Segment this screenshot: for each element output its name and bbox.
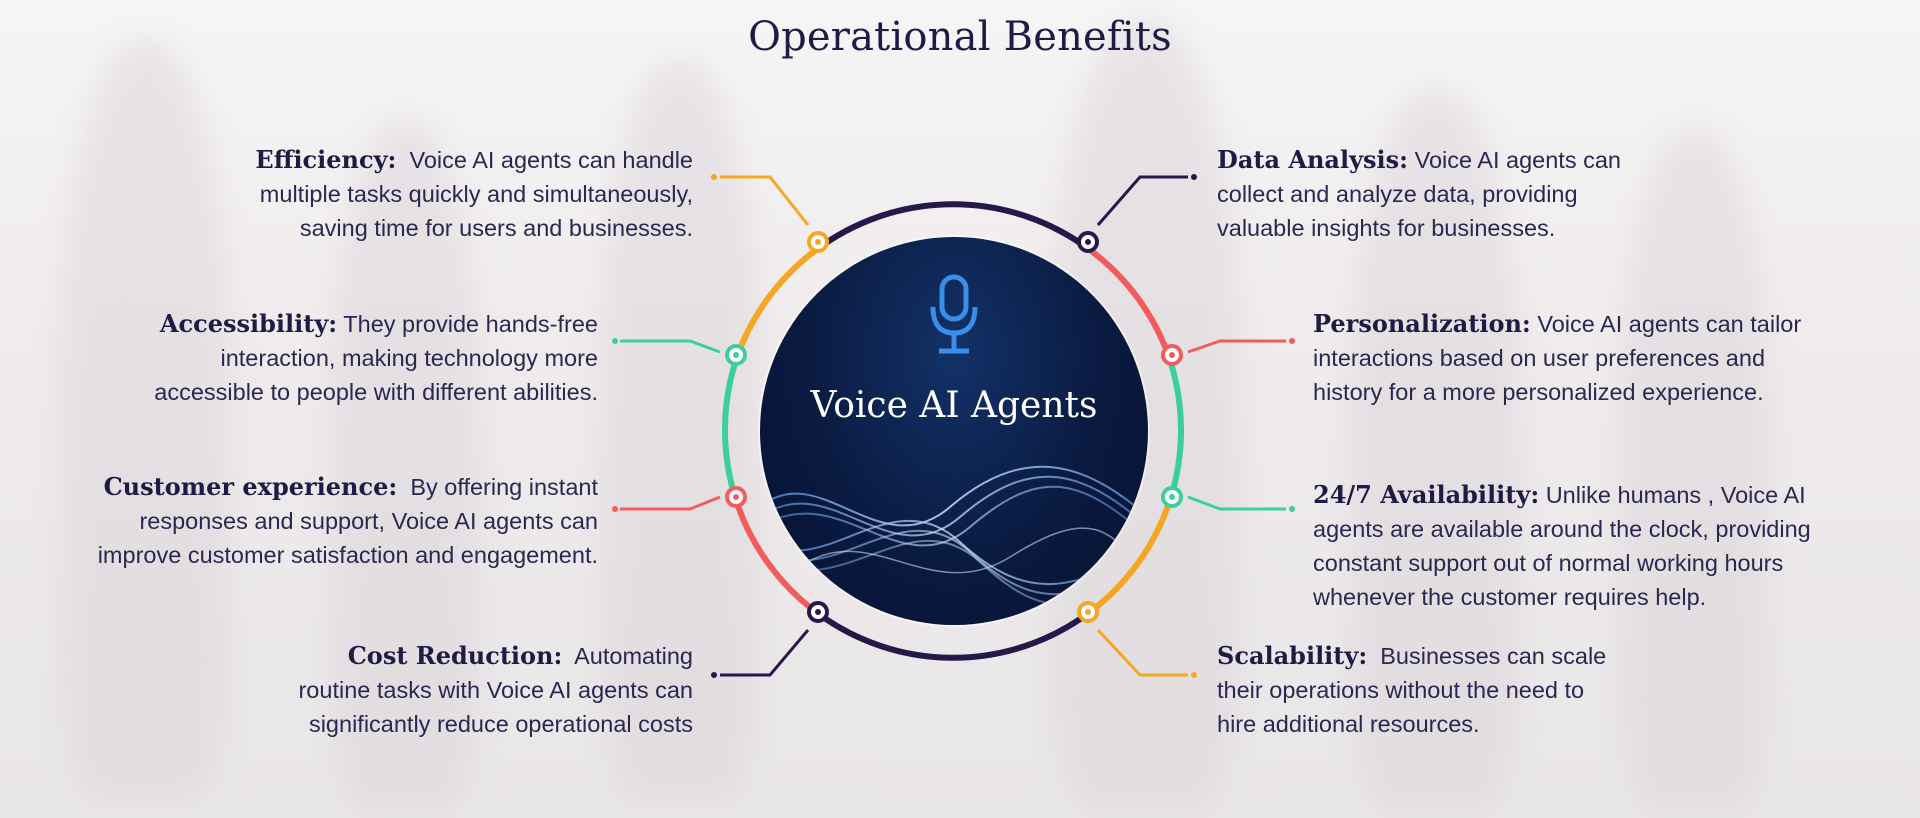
benefit-text: history for a more personalized experien… xyxy=(1313,379,1764,405)
benefit-text: constant support out of normal working h… xyxy=(1313,550,1784,576)
ring-arc-navy-bottom xyxy=(814,609,1092,661)
ring-node-availability xyxy=(1161,486,1183,508)
benefit-text: valuable insights for businesses. xyxy=(1217,215,1556,241)
ring-node-scalability xyxy=(1077,601,1099,623)
benefit-text: They provide hands-free xyxy=(343,311,598,337)
connector-personalization xyxy=(1187,339,1286,354)
ring-node-cost-reduction xyxy=(807,601,829,623)
benefit-text: saving time for users and businesses. xyxy=(299,215,693,241)
benefit-text: accessible to people with different abil… xyxy=(154,379,598,405)
benefit-text: agents are available around the clock, p… xyxy=(1313,516,1811,542)
center-label: Voice AI Agents xyxy=(810,385,1098,426)
benefit-scalability: Scalability: Businesses can scale their … xyxy=(1217,639,1777,741)
connector-customer-experience xyxy=(620,495,721,511)
benefit-text: Automating xyxy=(574,643,693,669)
ring-node-accessibility xyxy=(725,344,747,366)
benefit-accessibility: Accessibility: They provide hands-free i… xyxy=(18,307,598,409)
benefit-text: responses and support, Voice AI agents c… xyxy=(139,508,598,534)
connector-efficiency xyxy=(720,175,810,226)
benefit-text: multiple tasks quickly and simultaneousl… xyxy=(259,181,693,207)
benefit-data-analysis: Data Analysis: Voice AI agents can colle… xyxy=(1217,143,1777,245)
benefit-heading: Efficiency: xyxy=(255,145,397,174)
ring-node-efficiency xyxy=(807,231,829,253)
center-circle: Voice AI Agents xyxy=(760,237,1148,625)
ring-arc-coral-top-right xyxy=(1088,247,1173,361)
microphone-icon xyxy=(930,274,978,354)
sound-wave-graphic xyxy=(760,465,1148,606)
benefit-text: improve customer satisfaction and engage… xyxy=(97,542,598,568)
benefit-heading: Personalization: xyxy=(1313,309,1531,338)
connector-cost-reduction xyxy=(720,629,810,677)
benefit-text: interaction, making technology more xyxy=(220,345,598,371)
page-title: Operational Benefits xyxy=(748,14,1172,60)
benefit-cost-reduction: Cost Reduction: Automating routine tasks… xyxy=(133,639,693,741)
benefit-heading: Cost Reduction: xyxy=(347,641,563,670)
benefit-text: Unlike humans , Voice AI xyxy=(1545,482,1806,508)
benefit-availability: 24/7 Availability: Unlike humans , Voice… xyxy=(1313,478,1913,614)
benefit-text: Businesses can scale xyxy=(1380,643,1607,669)
benefit-efficiency: Efficiency: Voice AI agents can handle m… xyxy=(133,143,693,245)
benefit-text: whenever the customer requires help. xyxy=(1313,584,1707,610)
benefit-text: Voice AI agents can handle xyxy=(409,147,693,173)
benefit-text: collect and analyze data, providing xyxy=(1217,181,1578,207)
connector-scalability xyxy=(1096,628,1188,677)
benefit-personalization: Personalization: Voice AI agents can tai… xyxy=(1313,307,1913,409)
benefit-heading: Data Analysis: xyxy=(1217,145,1409,174)
benefit-customer-experience: Customer experience: By offering instant… xyxy=(8,470,598,572)
benefit-text: significantly reduce operational costs xyxy=(308,711,693,737)
benefit-text: routine tasks with Voice AI agents can xyxy=(298,677,693,703)
benefit-heading: Scalability: xyxy=(1217,641,1368,670)
connector-accessibility xyxy=(620,339,721,354)
benefit-heading: 24/7 Availability: xyxy=(1313,480,1540,509)
benefit-text: By offering instant xyxy=(410,474,598,500)
benefit-text: hire additional resources. xyxy=(1217,711,1480,737)
ring-node-personalization xyxy=(1161,344,1183,366)
connector-data-analysis xyxy=(1096,175,1188,226)
connector-availability xyxy=(1187,495,1286,511)
benefit-text: interactions based on user preferences a… xyxy=(1313,345,1766,371)
benefit-heading: Accessibility: xyxy=(159,309,338,338)
benefit-heading: Customer experience: xyxy=(103,472,398,501)
benefit-text: their operations without the need to xyxy=(1217,677,1585,703)
ring-arc-teal-right xyxy=(1167,359,1185,501)
ring-node-data-analysis xyxy=(1077,231,1099,253)
benefit-text: Voice AI agents can tailor xyxy=(1537,311,1802,337)
benefit-text: Voice AI agents can xyxy=(1414,147,1622,173)
ring-node-customer-experience xyxy=(725,486,747,508)
ring-arc-teal-left xyxy=(721,359,739,501)
ring-arc-navy-top xyxy=(814,201,1092,253)
